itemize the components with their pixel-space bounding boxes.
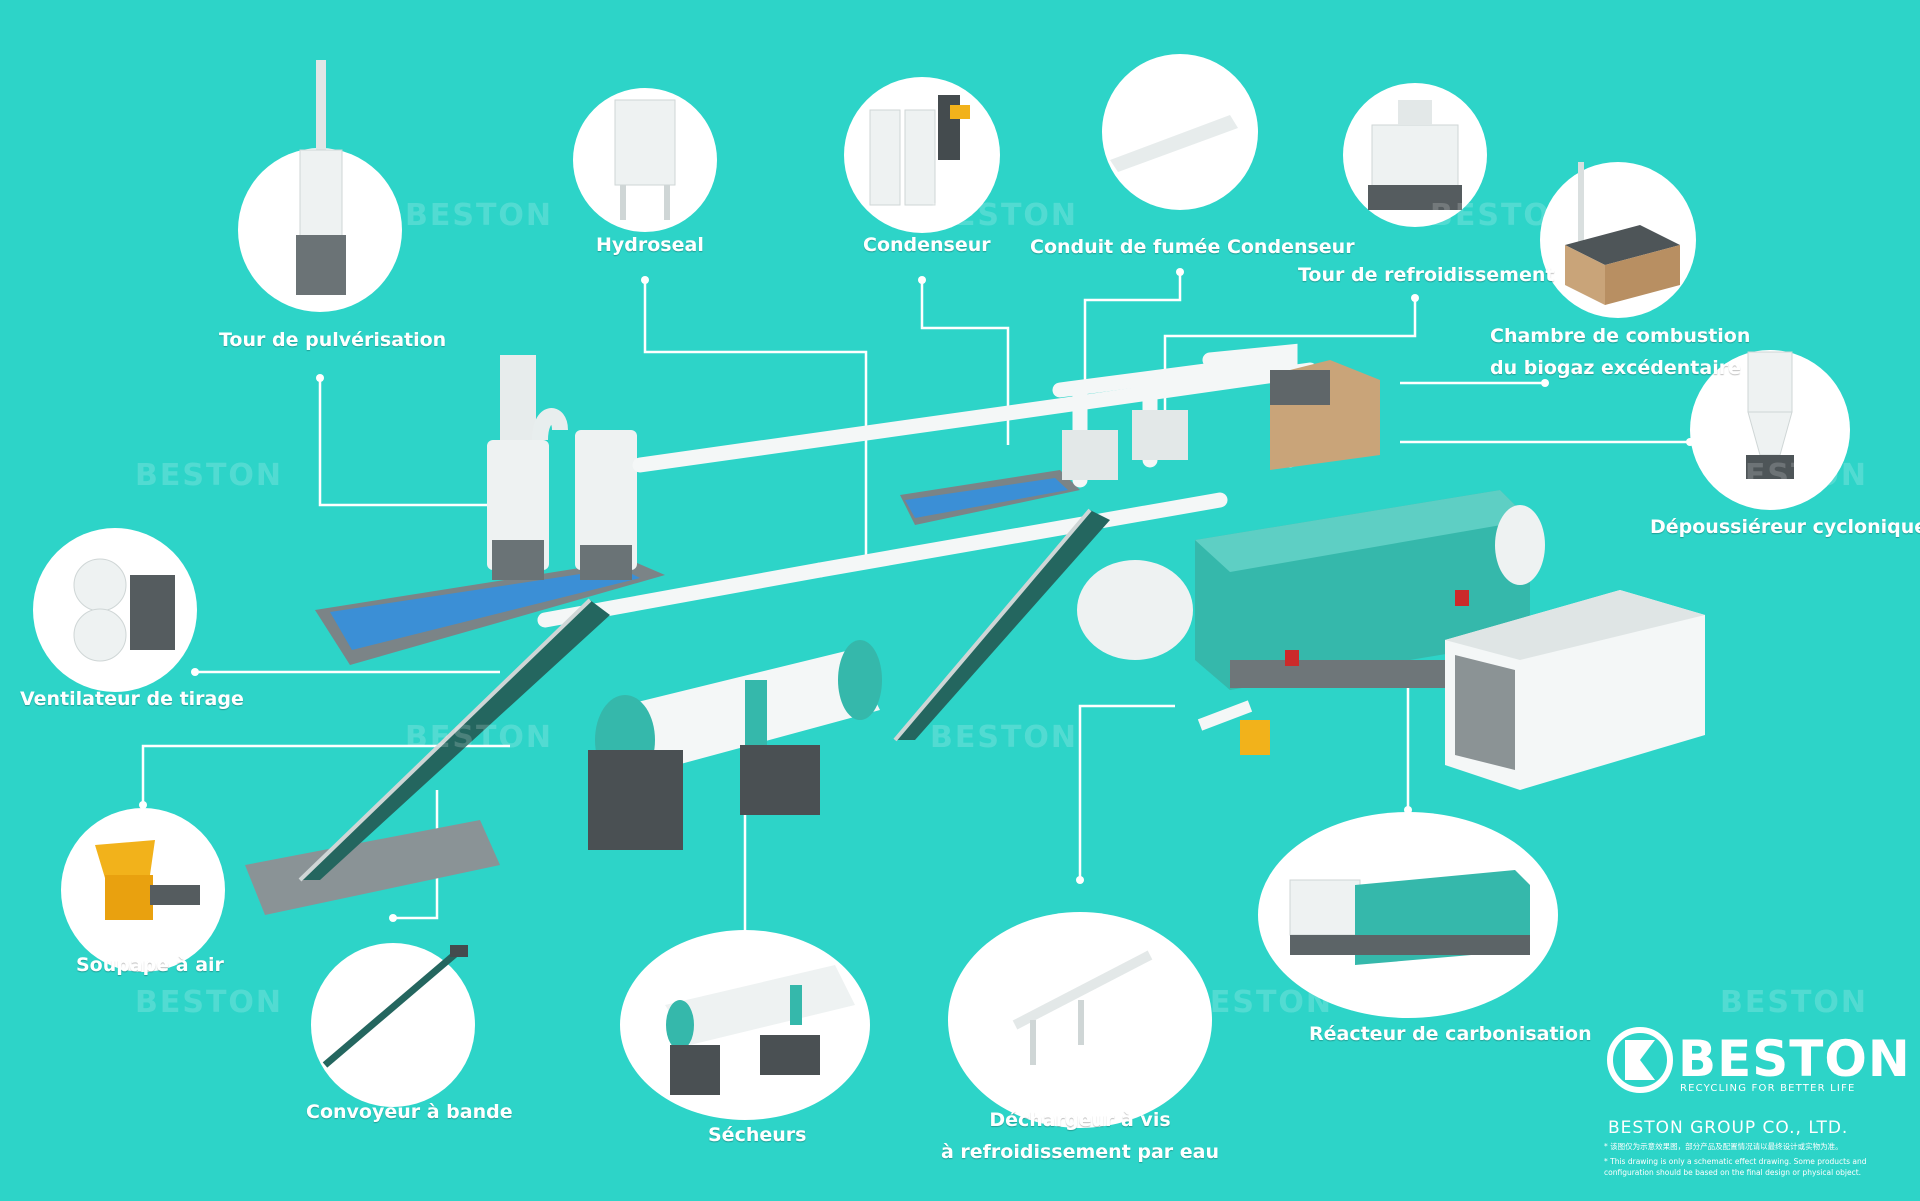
label-flue-condenser: Conduit de fumée Condenseur <box>1030 236 1355 258</box>
label-cyclone: Dépoussiéreur cyclonique <box>1650 516 1920 538</box>
label-condenser: Condenseur <box>863 234 991 256</box>
circle-belt-conveyor <box>311 943 475 1107</box>
watermark: BESTON <box>1430 198 1579 233</box>
label-combustion-line1: Chambre de combustion <box>1490 325 1751 347</box>
disclaimer-en-1: * This drawing is only a schematic effec… <box>1604 1157 1867 1166</box>
circle-spray-tower <box>238 60 402 312</box>
label-hydroseal: Hydroseal <box>596 234 704 256</box>
beston-logo-mark <box>1607 1027 1673 1093</box>
circle-condenser <box>844 77 1000 233</box>
disclaimer-cn: * 该图仅为示意效果图，部分产品及配置情况请以最终设计或实物为准。 <box>1604 1142 1843 1151</box>
watermark: BESTON <box>405 720 554 755</box>
circle-dryers <box>620 930 870 1120</box>
circle-cooling-tower <box>1343 83 1487 227</box>
circle-reactor <box>1258 812 1558 1018</box>
label-cooling-tower: Tour de refroidissement <box>1298 264 1555 286</box>
watermark: BESTON <box>135 985 284 1020</box>
watermark: BESTON <box>930 198 1079 233</box>
label-combustion-chamber: Chambre de combustion du biogaz excédent… <box>1490 320 1751 384</box>
watermark: BESTON <box>405 198 554 233</box>
watermark: BESTON <box>1185 985 1334 1020</box>
label-air-valve: Soupape à air <box>76 954 224 976</box>
brand-name: BESTON <box>1678 1030 1911 1088</box>
label-combustion-line2: du biogaz excédentaire <box>1490 357 1741 379</box>
circle-air-valve <box>61 808 225 972</box>
circle-flue-condenser <box>1102 54 1258 210</box>
watermark: BESTON <box>1720 985 1869 1020</box>
label-belt-conveyor: Convoyeur à bande <box>306 1101 513 1123</box>
company-name: BESTON GROUP CO., LTD. <box>1608 1118 1849 1138</box>
circle-screw-discharger <box>948 912 1212 1128</box>
watermark: BESTON <box>930 720 1079 755</box>
circle-combustion-chamber <box>1540 162 1696 318</box>
watermark: BESTON <box>1720 458 1869 493</box>
watermark: BESTON <box>135 458 284 493</box>
label-spray-tower: Tour de pulvérisation <box>219 329 447 351</box>
label-screw-line2: à refroidissement par eau <box>940 1141 1220 1163</box>
brand-tagline: RECYCLING FOR BETTER LIFE <box>1680 1083 1856 1094</box>
label-draft-fan: Ventilateur de tirage <box>20 688 244 710</box>
circle-draft-fan <box>33 528 197 692</box>
label-dryers: Sécheurs <box>708 1124 807 1146</box>
circle-hydroseal <box>573 88 717 232</box>
circle-cyclone <box>1690 350 1850 510</box>
disclaimer-en-2: configuration should be based on the fin… <box>1604 1168 1862 1177</box>
label-screw-line1: Déchargeur à vis <box>989 1109 1171 1131</box>
plant-main <box>245 343 1705 915</box>
label-reactor: Réacteur de carbonisation <box>1309 1023 1592 1045</box>
label-screw-discharger: Déchargeur à vis à refroidissement par e… <box>930 1104 1230 1168</box>
